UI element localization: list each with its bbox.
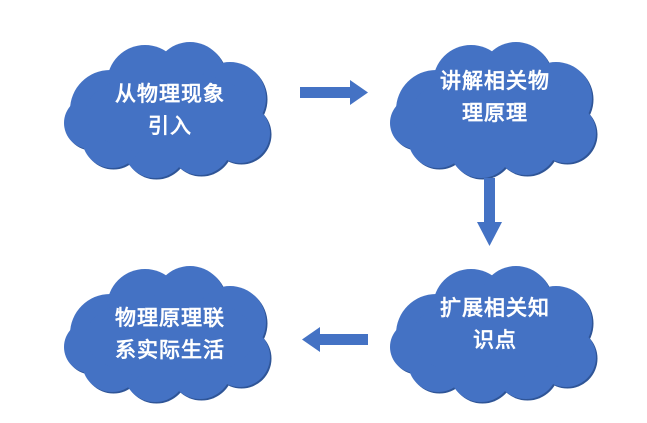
- node-1-line2: 引入: [148, 114, 192, 138]
- node-4-line1: 物理原理联: [115, 306, 225, 330]
- node-1-line1: 从物理现象: [115, 82, 225, 106]
- arrow-left-icon: [302, 327, 368, 352]
- arrow-down-icon: [477, 178, 502, 246]
- node-4-label: 物理原理联 系实际生活: [75, 302, 265, 366]
- node-2-line1: 讲解相关物: [440, 69, 550, 93]
- node-3-line2: 识点: [473, 328, 517, 352]
- node-3-label: 扩展相关知 识点: [400, 292, 590, 356]
- node-1-label: 从物理现象 引入: [75, 78, 265, 142]
- node-3-line1: 扩展相关知: [440, 296, 550, 320]
- node-2-label: 讲解相关物 理原理: [400, 65, 590, 129]
- arrow-right-icon: [300, 80, 368, 105]
- node-4-line2: 系实际生活: [115, 338, 225, 362]
- node-2-line2: 理原理: [462, 101, 528, 125]
